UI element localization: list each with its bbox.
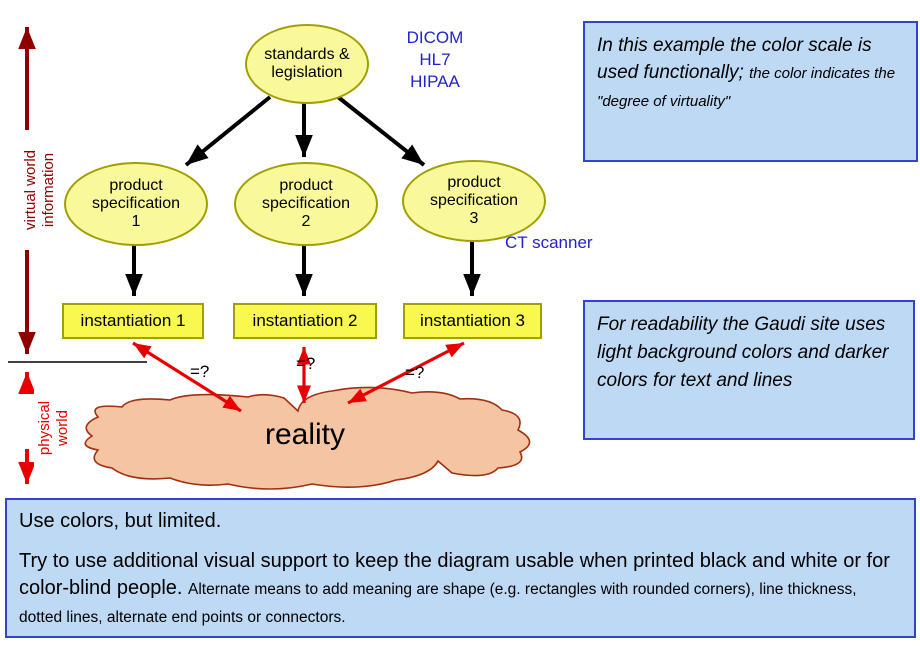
node-product-specification-2: product specification 2 [234, 162, 378, 246]
node-label: instantiation 3 [420, 311, 525, 330]
bottom-note-text-large: Try to use additional visual support to … [19, 550, 890, 599]
note-text: For readability the Gaudi site uses ligh… [597, 314, 889, 391]
node-label: instantiation 1 [80, 311, 186, 330]
node-label-line: product [279, 177, 333, 195]
equality-label-2: =? [296, 354, 316, 373]
node-standards-legislation: standards & legislation [245, 24, 369, 104]
node-label-line: legislation [271, 64, 343, 81]
reality-label: reality [264, 418, 346, 451]
node-label-line: 2 [301, 212, 311, 230]
node-instantiation-3: instantiation 3 [403, 303, 542, 339]
ct-scanner-label: CT scanner [505, 233, 593, 252]
standards-example: DICOM [406, 28, 464, 47]
note-text-large: In this example the color scale is used … [597, 35, 872, 83]
node-label-line: standards & [264, 46, 350, 64]
node-instantiation-1: instantiation 1 [62, 303, 204, 339]
bottom-note-text-small: Alternate means to add meaning are shape… [19, 581, 857, 626]
instantiation-reality-arrows [132, 341, 465, 413]
node-label-line: 1 [131, 212, 141, 230]
axis-label-line: virtual world [22, 149, 39, 231]
equality-label-1: =? [190, 362, 210, 381]
node-label-line: product [109, 177, 163, 195]
node-product-specification-3: product specification 3 [402, 160, 546, 242]
axis-label-line: information [40, 152, 57, 228]
axis-label-line: world [54, 410, 71, 446]
diagram-canvas [8, 27, 531, 490]
standards-to-spec-arrows [184, 95, 426, 167]
bottom-note-paragraph: Try to use additional visual support to … [19, 548, 902, 631]
axis-label-line: physical [36, 400, 53, 456]
note-color-scale: In this example the color scale is used … [583, 21, 918, 162]
virtual-world-axis-label: virtual world information [20, 130, 60, 250]
physical-world-axis-label: physical world [34, 383, 74, 473]
node-label-line: product [447, 174, 501, 192]
node-label-line: specification [261, 195, 351, 213]
node-product-specification-1: product specification 1 [64, 162, 208, 246]
node-label: instantiation 2 [252, 311, 358, 330]
standards-example: HL7 [419, 50, 451, 69]
spec-to-instantiation-arrows [125, 240, 481, 296]
standards-example: HIPAA [410, 72, 460, 91]
note-use-colors: Use colors, but limited. Try to use addi… [5, 498, 916, 638]
standards-examples-label: DICOM HL7 HIPAA [385, 27, 485, 93]
equality-label-3: =? [405, 363, 425, 382]
node-instantiation-2: instantiation 2 [233, 303, 377, 339]
node-label-line: specification [91, 195, 181, 213]
node-label-line: specification [429, 192, 519, 210]
note-readability: For readability the Gaudi site uses ligh… [583, 300, 915, 440]
node-label-line: 3 [469, 209, 479, 227]
note-text-small: the color indicates the "degree of virtu… [597, 65, 896, 110]
bottom-note-line1: Use colors, but limited. [19, 510, 222, 532]
